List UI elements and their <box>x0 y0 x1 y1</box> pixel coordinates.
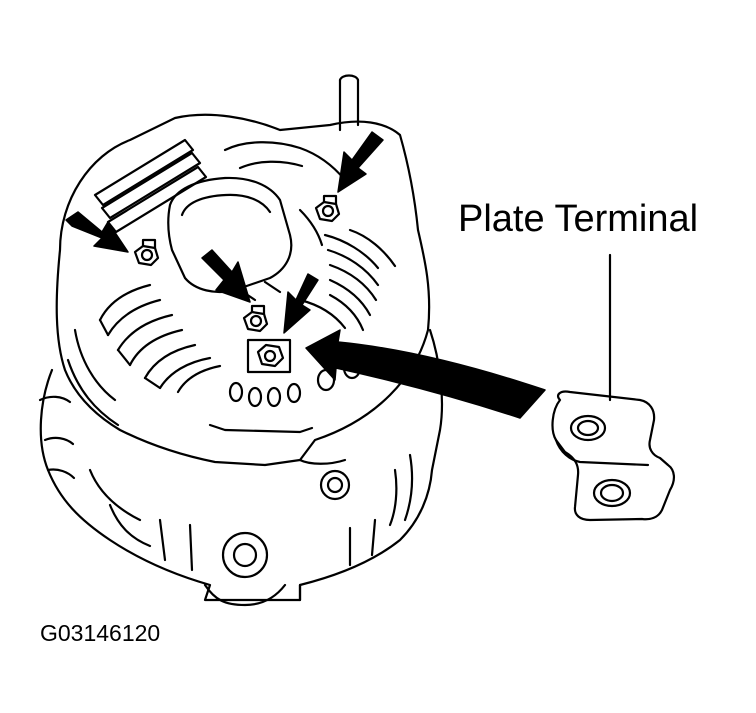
vent-fins-left <box>98 283 222 394</box>
nut-top <box>314 194 341 223</box>
alternator-shaft <box>338 74 360 132</box>
arrow-to-nut-terminal <box>283 273 319 334</box>
nut-terminal <box>246 338 292 374</box>
plate-terminal-label: Plate Terminal <box>458 198 699 240</box>
nut-left <box>133 238 160 267</box>
rear-cover <box>55 113 431 467</box>
nut-center <box>242 304 269 333</box>
alternator-housing <box>38 328 444 607</box>
arrow-to-nut-top <box>337 131 384 193</box>
arrow-to-plate-terminal <box>305 329 546 419</box>
figure-id: G03146120 <box>40 620 161 646</box>
arrow-to-nut-center <box>201 249 251 303</box>
plate-terminal <box>551 390 675 522</box>
arrow-to-nut-left <box>65 211 129 253</box>
upper-right-rib <box>223 141 347 247</box>
